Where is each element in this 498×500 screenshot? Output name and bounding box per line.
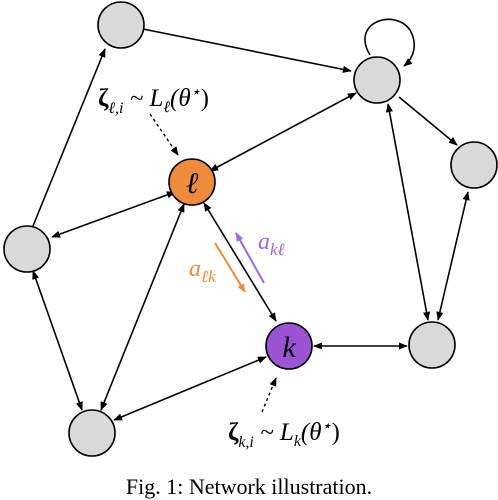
- edge-leftmid-l: [51, 191, 176, 238]
- node-right: [450, 141, 498, 189]
- edge-bottomleft-k: [113, 356, 267, 421]
- node-topright: [353, 56, 401, 104]
- edge-l-k: [203, 202, 277, 322]
- dashed-arrow-zeta-k: [261, 377, 277, 413]
- node-bottomleft: [68, 409, 116, 457]
- annotation-zeta-l: ζℓ,i ~ Lℓ(θ⋆): [98, 84, 209, 117]
- edge-leftmid-top: [32, 48, 106, 227]
- edge-top-to-topright: [142, 28, 352, 73]
- edge-topright-l: [209, 92, 357, 172]
- edge-right-bottomright: [436, 191, 470, 321]
- dashed-arrow-zeta-l: [149, 113, 179, 156]
- edge-topright-bottomright: [385, 103, 431, 321]
- edge-topright-selfloop: [364, 18, 416, 67]
- node-l: [168, 158, 216, 206]
- node-top: [97, 1, 145, 49]
- node-k: [265, 322, 313, 370]
- node-bottomright: [408, 321, 456, 369]
- figure-caption: Fig. 1: Network illustration.: [125, 474, 373, 499]
- edge-l-bottomleft: [100, 203, 185, 411]
- label-a-lk: aℓk: [189, 256, 216, 286]
- edges: [32, 18, 470, 421]
- node-k-label: k: [282, 331, 296, 364]
- label-a-kl: akℓ: [258, 229, 285, 259]
- edge-topright-right: [398, 96, 458, 146]
- arrow-a-lk: [214, 242, 246, 293]
- annotation-zeta-k: ζk,i ~ Lk(θ⋆): [228, 418, 340, 451]
- arrow-a-kl: [235, 232, 265, 284]
- edge-leftmid-bottomleft: [32, 270, 83, 411]
- node-leftmid: [3, 225, 51, 273]
- nodes: [3, 1, 498, 457]
- node-l-label: ℓ: [186, 167, 199, 200]
- directional-arrows: [214, 232, 265, 293]
